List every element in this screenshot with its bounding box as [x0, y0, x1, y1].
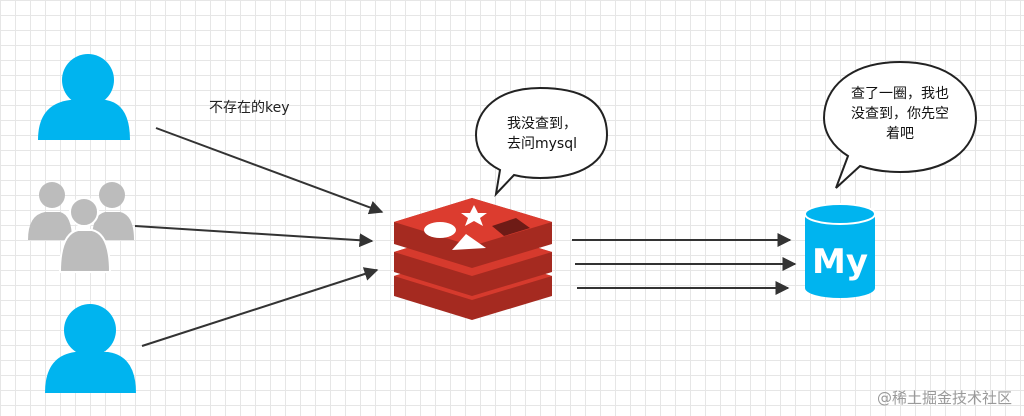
mysql-bubble-line: 没查到，你先空: [851, 106, 949, 122]
arrow-user-bottom-to-redis: [141, 267, 379, 347]
mysql-bubble-line: 查了一圈，我也: [851, 86, 949, 102]
redis-logo: [394, 198, 552, 320]
mysql-logo-text: My: [812, 242, 868, 282]
edge-label: 不存在的key: [209, 100, 290, 116]
arrow-user-top-to-redis: [155, 127, 384, 215]
watermark: @稀土掘金技术社区: [876, 389, 1012, 407]
redis-speech-bubble: [474, 86, 609, 198]
user-group-icon: [28, 182, 134, 273]
redis-bubble-line: 我没查到，: [507, 116, 577, 132]
redis-bubble-text: 我没查到， 去问mysql: [480, 114, 604, 154]
mysql-bubble-text: 查了一圈，我也 没查到，你先空 着吧: [830, 84, 970, 144]
arrow-group-to-redis: [134, 225, 374, 248]
redis-bubble-line: 去问mysql: [507, 136, 577, 152]
mysql-speech-bubble: [822, 60, 978, 189]
mysql-database-icon: My: [804, 203, 876, 298]
mysql-bubble-line: 着吧: [886, 126, 914, 142]
user-icon-bottom: [45, 304, 136, 393]
user-icon-top: [38, 54, 130, 140]
